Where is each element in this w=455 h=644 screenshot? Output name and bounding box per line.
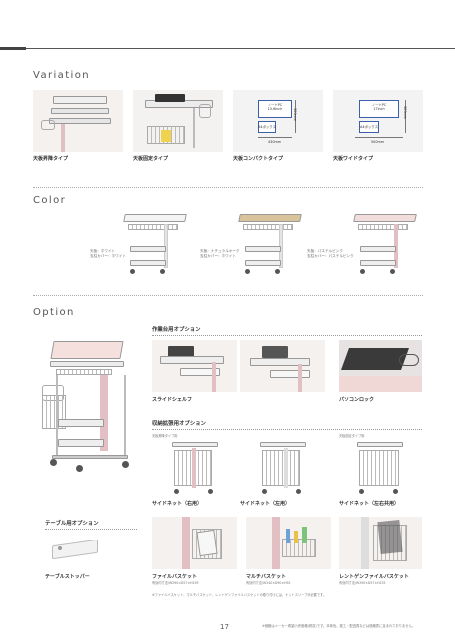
variation-photo-fixed bbox=[133, 90, 223, 152]
option-label-pc-lock: パソコンロック bbox=[339, 397, 375, 403]
option-photo-table-stopper bbox=[50, 540, 105, 562]
storage-note-lift: 天板昇降タイプ用 bbox=[152, 434, 178, 438]
color-3-top: 天板：パステルピンク bbox=[307, 249, 343, 253]
variation-label-lift: 天板昇降タイプ bbox=[33, 156, 69, 162]
variation-label-fixed: 天板固定タイプ bbox=[133, 156, 169, 162]
option-work-rule bbox=[152, 335, 422, 336]
wide-width: 500mm bbox=[371, 140, 385, 144]
color-1-cover: 支柱カバー：ホワイト bbox=[90, 254, 126, 258]
option-label-multi-basket: マルチバスケット bbox=[246, 574, 287, 580]
option-photo-multi-basket bbox=[246, 517, 331, 569]
option-label-file-basket: ファイルバスケット bbox=[152, 574, 198, 580]
color-1-top: 天板：ホワイト bbox=[90, 249, 116, 253]
color-photo-oak bbox=[235, 208, 307, 274]
option-label-side-net-both: サイドネット（左右共用） bbox=[339, 501, 400, 507]
color-photo-pink bbox=[350, 208, 422, 274]
variation-diagram-wide: ノートPC 17inch A4ボックス 500mm 320mm bbox=[333, 90, 423, 152]
color-2-top: 天板：ナチュラルオーク bbox=[200, 249, 240, 253]
compact-width: 430mm bbox=[268, 140, 282, 144]
compact-aux-label: A4ボックス bbox=[258, 125, 276, 129]
variation-label-wide: 天板ワイドタイプ bbox=[333, 156, 374, 162]
page-number: 17 bbox=[220, 623, 229, 631]
option-photo-slide-shelf-2 bbox=[240, 340, 325, 392]
option-photo-xray-basket bbox=[339, 517, 422, 569]
option-photo-side-net-left bbox=[240, 440, 325, 495]
option-label-side-net-right: サイドネット（右用） bbox=[152, 501, 203, 507]
option-table-heading: テーブル用オプション bbox=[45, 521, 99, 527]
option-photo-pc-lock bbox=[339, 340, 422, 392]
color-photo-white bbox=[120, 208, 192, 274]
option-main-cart-photo bbox=[38, 335, 138, 487]
storage-note-fixed: 天板固定タイプ用 bbox=[339, 434, 365, 438]
footer-note: ※価格はメーカー希望小売価格(税抜)です。本体色、施工・配送費などは価格表に含ま… bbox=[262, 624, 416, 628]
variation-diagram-compact: ノートPC 15.6inch A4ボックス 430mm 320mm bbox=[233, 90, 323, 152]
section-title-option: Option bbox=[33, 307, 75, 318]
option-work-heading: 作業台用オプション bbox=[152, 327, 201, 333]
option-storage-rule bbox=[152, 429, 422, 430]
option-spec-xray-basket: 有効内寸法/W390×D57×H235 bbox=[339, 581, 386, 585]
wide-height: 320mm bbox=[403, 106, 407, 120]
option-label-slide-shelf: スライドシェルフ bbox=[152, 397, 193, 403]
option-photo-side-net-right bbox=[152, 440, 237, 495]
wide-aux-label: A4ボックス bbox=[360, 125, 378, 129]
option-label-xray-basket: レントゲンファイルバスケット bbox=[339, 574, 409, 580]
section-title-variation: Variation bbox=[33, 70, 90, 81]
option-label-table-stopper: テーブルストッパー bbox=[45, 574, 90, 580]
divider-1 bbox=[33, 187, 423, 188]
option-storage-heading: 収納拡張用オプション bbox=[152, 421, 206, 427]
option-photo-file-basket bbox=[152, 517, 237, 569]
color-3-cover: 支柱カバー：パステルピンク bbox=[307, 254, 354, 258]
compact-pc-label: ノートPC 15.6inch bbox=[267, 103, 283, 111]
option-spec-file-basket: 有効内寸法/W390×D57×H195 bbox=[152, 581, 199, 585]
variation-label-compact: 天板コンパクトタイプ bbox=[233, 156, 284, 162]
section-title-color: Color bbox=[33, 195, 67, 206]
compact-height: 320mm bbox=[293, 108, 297, 122]
wide-pc-label: ノートPC 17inch bbox=[371, 103, 387, 111]
option-spec-multi-basket: 有効内寸法/W340×D90×H92 bbox=[246, 581, 291, 585]
option-table-rule bbox=[45, 529, 137, 530]
option-photo-side-net-both bbox=[339, 440, 422, 495]
variation-photo-lift bbox=[33, 90, 123, 152]
option-basket-note: ※ファイルバスケット、マルチバスケット、レントゲンファイルバスケットの取り付けに… bbox=[152, 593, 327, 597]
divider-2 bbox=[33, 295, 423, 296]
color-2-cover: 支柱カバー：ホワイト bbox=[200, 254, 236, 258]
header-rule bbox=[0, 47, 455, 50]
option-label-side-net-left: サイドネット（左用） bbox=[240, 501, 291, 507]
option-photo-slide-shelf-1 bbox=[152, 340, 237, 392]
